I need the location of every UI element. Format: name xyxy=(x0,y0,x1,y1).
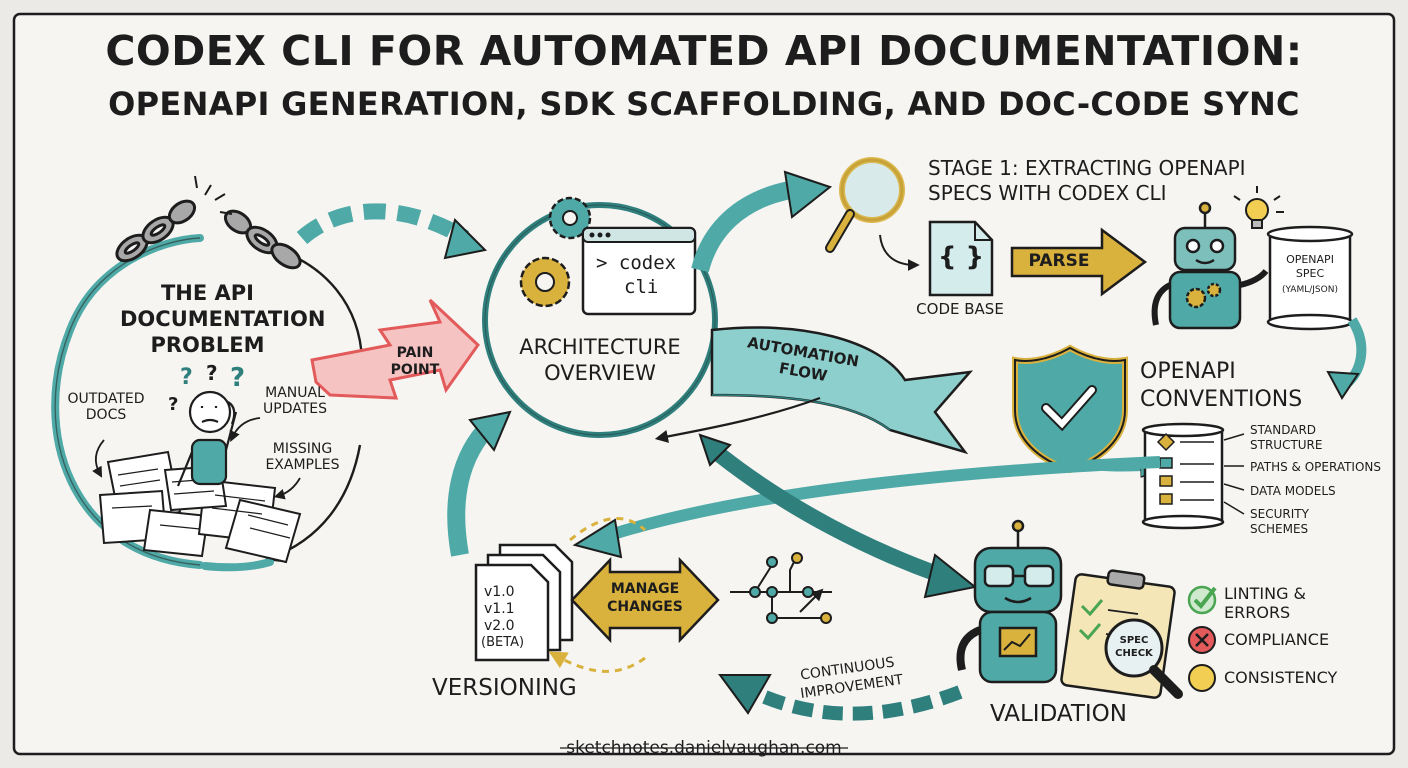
manage-changes-arrow xyxy=(570,556,720,644)
architecture-label-line1: ARCHITECTURE xyxy=(519,335,681,359)
openapi-spec-line2: SPEC xyxy=(1295,267,1325,280)
spec-check-line2: CHECK xyxy=(1115,648,1153,659)
shield-check-icon xyxy=(1012,344,1128,474)
terminal-text-line2: cli xyxy=(624,276,659,298)
paper-pile xyxy=(98,450,302,564)
version-2-0: v2.0 xyxy=(484,618,515,634)
missing-examples-line2: EXAMPLES xyxy=(265,457,340,473)
convention-item-security-line1: SECURITY xyxy=(1250,507,1309,521)
convention-item-models: DATA MODELS xyxy=(1250,484,1336,498)
convention-item-security-line2: SCHEMES xyxy=(1250,522,1309,536)
validation-robot-icon xyxy=(956,519,1063,684)
code-file-icon xyxy=(928,220,994,297)
missing-examples-line1: MISSING xyxy=(272,441,333,457)
convention-item-paths: PATHS & OPERATIONS xyxy=(1250,460,1382,474)
parse-label: PARSE xyxy=(1028,251,1090,271)
check-compliance: COMPLIANCE xyxy=(1224,630,1330,649)
svg-text:?: ? xyxy=(180,365,193,390)
arrow-conventions-to-versioning xyxy=(572,456,1161,559)
code-glyph: { } xyxy=(937,242,985,272)
convention-item-standard-line2: STRUCTURE xyxy=(1250,438,1323,452)
check-linting-line1: LINTING & xyxy=(1224,584,1307,603)
terminal-text-line1: > codex xyxy=(596,252,677,274)
svg-text:?: ? xyxy=(206,361,218,385)
dashed-arrow-top xyxy=(296,203,488,260)
frame-border xyxy=(12,12,1396,756)
confused-person-icon xyxy=(176,390,238,487)
question-marks: ? ? ? ? xyxy=(168,361,245,415)
arrow-to-stage1 xyxy=(691,170,833,273)
footer-url: sketchnotes.danielvaughan.com xyxy=(566,738,842,758)
ribbon-return-arrow xyxy=(654,396,821,443)
terminal-window-icon xyxy=(581,226,697,316)
conventions-title-line2: CONVENTIONS xyxy=(1140,387,1303,412)
pain-point-line2: POINT xyxy=(390,362,440,378)
main-subtitle: OPENAPI GENERATION, SDK SCAFFOLDING, AND… xyxy=(108,85,1300,123)
stage1-title-line2: SPECS WITH CODEX CLI xyxy=(928,181,1167,205)
continuous-improvement-arrow xyxy=(718,674,963,721)
checkmark-icon xyxy=(1187,585,1217,615)
parse-arrow xyxy=(1010,227,1148,297)
validation-label: VALIDATION xyxy=(990,701,1127,727)
problem-heading-line3: PROBLEM xyxy=(150,333,265,357)
arrow-center-to-validation xyxy=(698,433,978,599)
openapi-spec-line1: OPENAPI xyxy=(1286,253,1334,266)
svg-text:?: ? xyxy=(168,394,178,415)
document-stack-icon xyxy=(474,543,574,662)
architecture-label-line2: OVERVIEW xyxy=(544,361,656,385)
architecture-circle xyxy=(482,202,718,438)
outdated-docs-line1: OUTDATED xyxy=(67,391,145,407)
manage-changes-line1: MANAGE xyxy=(610,581,680,597)
robot-icon xyxy=(1151,201,1269,330)
dot-icon xyxy=(1188,664,1216,692)
conventions-title-line1: OPENAPI xyxy=(1140,359,1236,384)
lightbulb-icon xyxy=(1233,186,1284,229)
arrow-to-conventions xyxy=(1326,317,1367,400)
x-icon xyxy=(1188,626,1216,654)
check-consistency: CONSISTENCY xyxy=(1224,668,1338,687)
scroll-icon xyxy=(1266,225,1354,331)
convention-item-standard-line1: STANDARD xyxy=(1250,423,1317,437)
magnifier-icon xyxy=(825,157,905,253)
problem-heading-line1: THE API xyxy=(160,281,254,305)
openapi-spec-line3: (YAML/JSON) xyxy=(1282,285,1338,295)
outdated-docs-line2: DOCS xyxy=(85,407,127,423)
svg-text:?: ? xyxy=(230,363,245,393)
main-title: CODEX CLI FOR AUTOMATED API DOCUMENTATIO… xyxy=(105,27,1303,75)
version-1-0: v1.0 xyxy=(484,584,515,600)
manual-updates-line2: UPDATES xyxy=(263,401,327,417)
broken-chain-icon xyxy=(115,175,302,270)
pain-point-line1: PAIN xyxy=(396,345,434,361)
stage1-title-line1: STAGE 1: EXTRACTING OPENAPI xyxy=(928,156,1246,180)
versioning-label: VERSIONING xyxy=(432,675,577,701)
check-linting-line2: ERRORS xyxy=(1224,603,1291,622)
code-base-label: CODE BASE xyxy=(916,300,1004,318)
spec-check-magnifier-icon xyxy=(1104,618,1183,699)
spec-check-line1: SPEC xyxy=(1119,635,1149,646)
checklist-icon xyxy=(1141,422,1245,530)
manage-changes-line2: CHANGES xyxy=(607,599,683,615)
gear-icon xyxy=(519,196,592,308)
manual-updates-line1: MANUAL xyxy=(265,385,325,401)
problem-heading-line2: DOCUMENTATION xyxy=(120,307,326,331)
arrow-versioning-to-center xyxy=(447,410,512,557)
version-beta: (BETA) xyxy=(481,635,525,650)
git-branch-icon xyxy=(730,552,832,624)
version-1-1: v1.1 xyxy=(484,601,515,617)
pain-point-arrow xyxy=(310,298,480,400)
